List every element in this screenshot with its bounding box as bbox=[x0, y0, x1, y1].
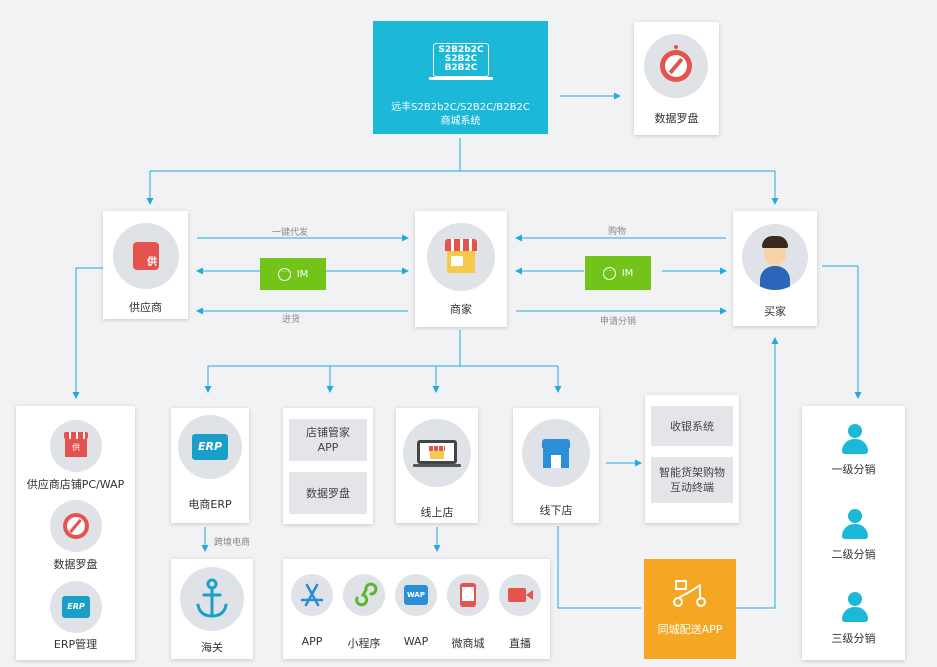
online-store-node: 线上店 bbox=[396, 408, 478, 523]
channel-label-wap: WAP bbox=[403, 635, 429, 648]
delivery-app-label: 同城配送APP bbox=[657, 623, 723, 636]
user-icon bbox=[842, 509, 868, 539]
mini-program-glyph bbox=[355, 582, 378, 607]
user-icon bbox=[842, 592, 868, 622]
customs-label: 海关 bbox=[201, 641, 223, 654]
edge-label-restock: 进货 bbox=[282, 315, 301, 325]
erp-icon-text: ERP bbox=[67, 602, 85, 611]
badge-line: B2B2C bbox=[444, 63, 478, 73]
online-store-label: 线上店 bbox=[420, 506, 454, 519]
cashier-system-item[interactable]: 收银系统 bbox=[651, 406, 733, 446]
level1-label: 一级分销 bbox=[831, 463, 876, 476]
compass-icon bbox=[644, 34, 708, 98]
data-compass-item[interactable]: 数据罗盘 bbox=[289, 472, 367, 514]
offline-store-label: 线下店 bbox=[539, 504, 573, 517]
supplier-tools-panel: 供 供应商店铺PC/WAP 数据罗盘 ERP ERP管理 bbox=[16, 406, 135, 660]
merchant-label: 商家 bbox=[450, 303, 472, 316]
store-icon bbox=[427, 223, 495, 291]
delivery-app-box: 同城配送APP bbox=[644, 559, 736, 659]
data-compass-box: 数据罗盘 bbox=[634, 22, 719, 135]
compass-label: 数据罗盘 bbox=[53, 558, 98, 571]
ecom-erp-label: 电商ERP bbox=[188, 498, 232, 511]
smart-shelf-item[interactable]: 智能货架购物 互动终端 bbox=[651, 457, 733, 503]
edge-label-apply-distribution: 申请分销 bbox=[600, 317, 637, 327]
wap-icon: WAP bbox=[395, 574, 437, 616]
im-button-left[interactable]: ··· IM bbox=[260, 258, 326, 290]
level2-label: 二级分销 bbox=[831, 548, 876, 561]
micro-mall-icon bbox=[447, 574, 489, 616]
channel-label-micro-mall: 微商城 bbox=[451, 637, 485, 650]
channel-label-app: APP bbox=[301, 635, 323, 648]
supplier-icon-char: 供 bbox=[147, 257, 157, 268]
buyer-label: 买家 bbox=[764, 305, 786, 318]
offline-systems-panel: 收银系统 智能货架购物 互动终端 bbox=[645, 395, 739, 523]
channel-label-mini-program: 小程序 bbox=[347, 637, 381, 650]
store-icon-char: 供 bbox=[72, 443, 80, 452]
badge-line: S2B2b2C bbox=[438, 45, 484, 55]
supplier-label: 供应商 bbox=[129, 301, 162, 314]
channel-label-live: 直播 bbox=[509, 637, 531, 650]
wap-icon-text: WAP bbox=[407, 591, 425, 599]
erp-icon-text: ERP bbox=[197, 440, 223, 453]
supplier-icon: 供 bbox=[113, 223, 179, 289]
edge-label-purchase: 购物 bbox=[608, 227, 627, 237]
im-label: IM bbox=[621, 267, 634, 279]
offline-store-node: 线下店 bbox=[513, 408, 599, 523]
buyer-node: 买家 bbox=[733, 211, 817, 326]
im-label: IM bbox=[296, 268, 309, 280]
supplier-store-icon: 供 bbox=[50, 420, 102, 472]
scooter-icon bbox=[673, 580, 706, 607]
edge-label-one-click: 一键代发 bbox=[272, 228, 309, 238]
chat-icon: ··· bbox=[277, 267, 291, 281]
supplier-node: 供 供应商 bbox=[103, 211, 188, 319]
core-title-line2: 商城系统 bbox=[440, 116, 481, 127]
anchor-glyph bbox=[196, 578, 228, 618]
core-system-title: 远丰S2B2b2C/S2B2C/B2B2C 商城系统 bbox=[373, 101, 548, 129]
customs-node: 海关 bbox=[171, 559, 253, 659]
badge-line: S2B2C bbox=[444, 54, 478, 64]
offline-store-icon bbox=[522, 419, 590, 487]
im-button-right[interactable]: ··· IM bbox=[585, 256, 651, 290]
chat-icon: ··· bbox=[602, 266, 616, 280]
ecom-erp-node: ERP 电商ERP bbox=[171, 408, 249, 523]
mini-program-icon bbox=[343, 574, 385, 616]
erp-icon: ERP bbox=[178, 415, 242, 479]
core-title-line1: 远丰S2B2b2C/S2B2C/B2B2C bbox=[391, 102, 530, 113]
buyer-avatar-icon bbox=[742, 224, 808, 290]
erp-label: ERP管理 bbox=[53, 638, 98, 651]
live-stream-icon bbox=[499, 574, 541, 616]
compass-label: 数据罗盘 bbox=[654, 112, 699, 125]
laptop-icon: S2B2b2C S2B2C B2B2C bbox=[429, 43, 493, 83]
online-store-icon bbox=[403, 419, 471, 487]
core-system-box: S2B2b2C S2B2C B2B2C 远丰S2B2b2C/S2B2C/B2B2… bbox=[373, 21, 548, 134]
sales-channels-panel: APP 小程序 WAP WAP 微商城 直播 bbox=[283, 559, 550, 659]
shop-tools-panel: 店铺管家 APP 数据罗盘 bbox=[283, 408, 373, 524]
app-glyph bbox=[300, 583, 324, 607]
erp-icon: ERP bbox=[50, 581, 102, 633]
shop-manager-app-item[interactable]: 店铺管家 APP bbox=[289, 419, 367, 461]
level3-label: 三级分销 bbox=[831, 632, 876, 645]
merchant-node: 商家 bbox=[415, 211, 507, 327]
edge-label-cross-border: 跨境电商 bbox=[214, 538, 251, 548]
anchor-icon bbox=[180, 567, 244, 631]
distribution-panel: 一级分销 二级分销 三级分销 bbox=[802, 406, 905, 660]
supplier-store-label: 供应商店铺PC/WAP bbox=[26, 478, 125, 491]
app-store-icon bbox=[291, 574, 333, 616]
user-icon bbox=[842, 424, 868, 454]
compass-icon bbox=[50, 500, 102, 552]
